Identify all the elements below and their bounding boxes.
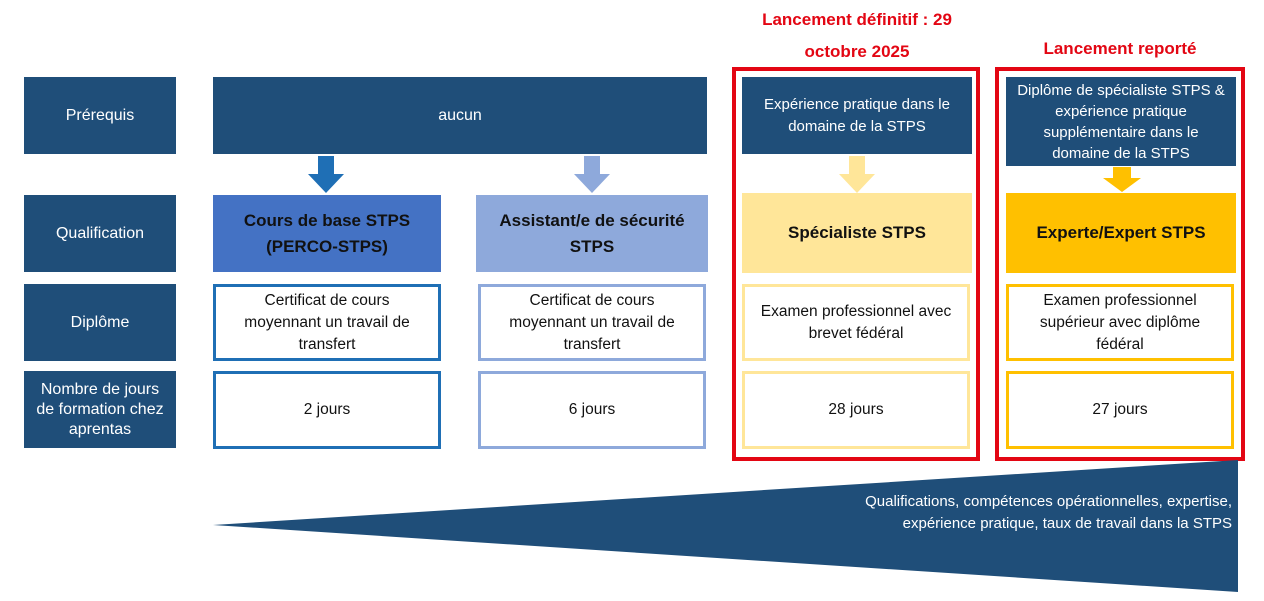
- diplome-box-expert: Examen professionnel supérieur avec dipl…: [1006, 284, 1234, 361]
- jours-box-assistant: 6 jours: [478, 371, 706, 449]
- qualification-box-cours-de-base: Cours de base STPS (PERCO-STPS): [213, 195, 441, 272]
- row-label-qualification: Qualification: [24, 195, 176, 272]
- jours-box-expert: 27 jours: [1006, 371, 1234, 449]
- row-label-diplome: Diplôme: [24, 284, 176, 361]
- qualification-box-expert: Experte/Expert STPS: [1006, 193, 1236, 273]
- prerequis-specialiste-box: Expérience pratique dans le domaine de l…: [742, 77, 972, 154]
- launch-label-specialiste: Lancement définitif : 29 octobre 2025: [762, 10, 952, 61]
- diplome-box-cours-de-base: Certificat de cours moyennant un travail…: [213, 284, 441, 361]
- qualification-box-assistant: Assistant/e de sécurité STPS: [476, 195, 708, 272]
- jours-box-cours-de-base: 2 jours: [213, 371, 441, 449]
- row-label-jours: Nombre de jours de formation chez aprent…: [24, 371, 176, 448]
- highlight-frame-specialiste: [732, 67, 980, 461]
- diplome-box-specialiste: Examen professionnel avec brevet fédéral: [742, 284, 970, 361]
- down-arrow-icon: [574, 156, 610, 193]
- launch-label-expert: Lancement reporté: [1043, 39, 1197, 58]
- highlight-frame-expert: [995, 67, 1245, 461]
- down-arrow-icon: [839, 156, 875, 193]
- wedge-caption: Qualifications, compétences opérationnel…: [865, 493, 1232, 532]
- diplome-box-assistant: Certificat de cours moyennant un travail…: [478, 284, 706, 361]
- prerequis-expert-box: Diplôme de spécialiste STPS & expérience…: [1006, 77, 1236, 166]
- qualification-box-specialiste: Spécialiste STPS: [742, 193, 972, 273]
- down-arrow-icon: [308, 156, 344, 193]
- jours-box-specialiste: 28 jours: [742, 371, 970, 449]
- down-arrow-icon: [1103, 167, 1141, 192]
- row-label-prerequis: Prérequis: [24, 77, 176, 154]
- prerequis-common-box: aucun: [213, 77, 707, 154]
